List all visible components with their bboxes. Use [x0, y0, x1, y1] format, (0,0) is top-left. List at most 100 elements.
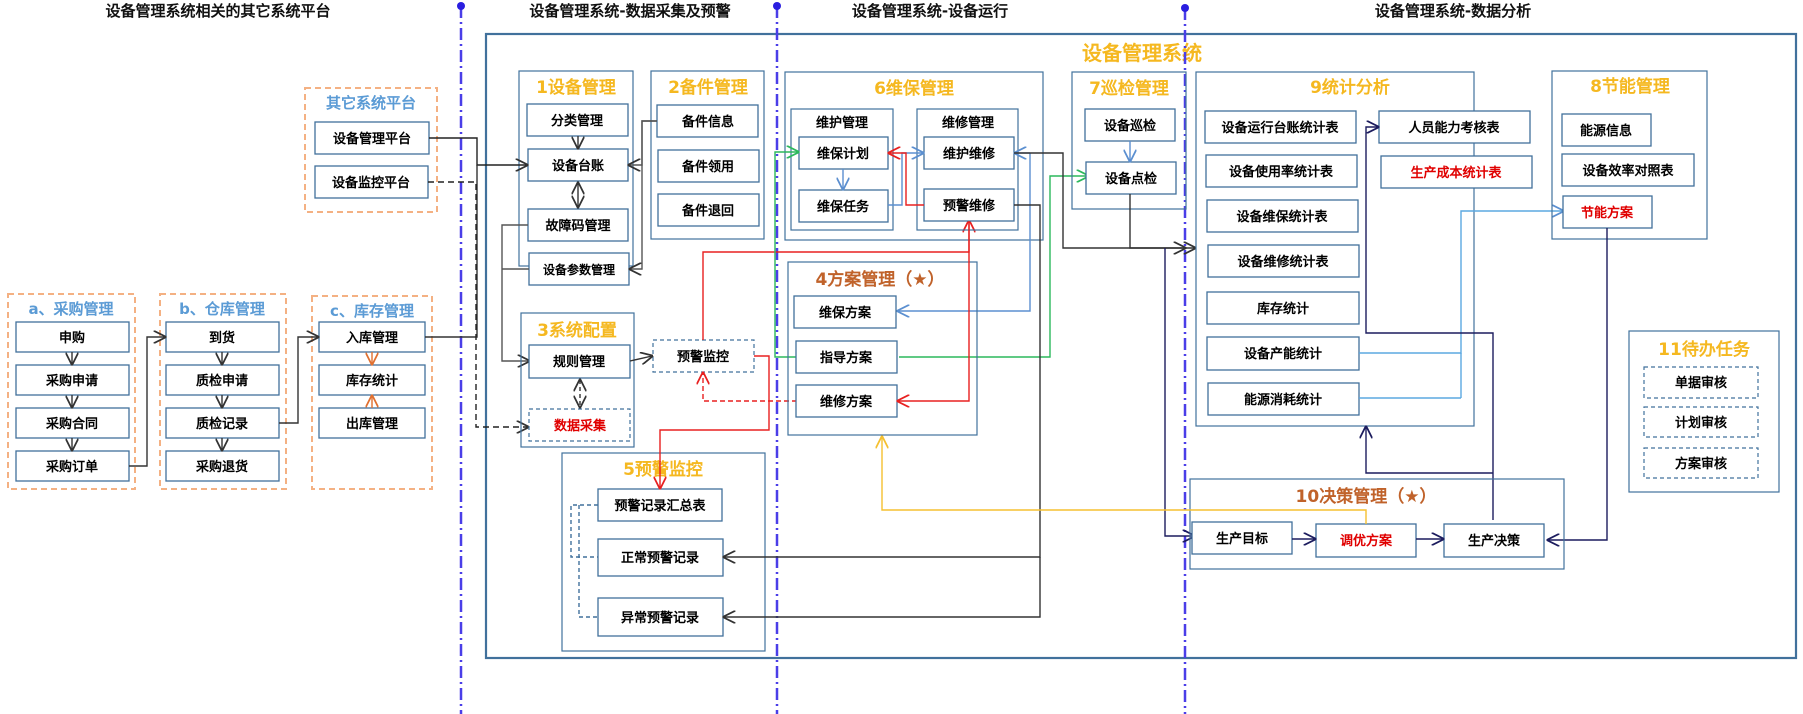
group-system-config	[520, 312, 635, 448]
svg-text:生产决策: 生产决策	[1468, 533, 1521, 549]
svg-text:设备产能统计: 设备产能统计	[1244, 346, 1322, 362]
node-stock-out[interactable]: 出库管理	[318, 407, 426, 439]
node-energy-info[interactable]: 能源信息	[1561, 113, 1652, 147]
node-fault-code-mgmt[interactable]: 故障码管理	[527, 208, 629, 242]
node-staff-assessment[interactable]: 人员能力考核表	[1378, 110, 1531, 144]
node-data-collection[interactable]: 数据采集	[528, 408, 631, 442]
svg-text:备件领用: 备件领用	[681, 159, 734, 175]
node-equipment-monitor-platform[interactable]: 设备监控平台	[314, 165, 429, 199]
node-spare-info[interactable]: 备件信息	[656, 104, 759, 138]
node-maintenance-plan[interactable]: 维保计划	[798, 136, 889, 170]
node-stock-statistics[interactable]: 库存统计	[318, 364, 426, 396]
svg-text:维护维修: 维护维修	[943, 146, 996, 162]
group-title-inventory: c、库存管理	[330, 302, 414, 320]
node-maintenance-plan-scheme[interactable]: 维保方案	[793, 295, 897, 329]
node-document-review[interactable]: 单据审核	[1643, 366, 1759, 399]
node-purchase-contract[interactable]: 采购合同	[15, 407, 130, 439]
subgroup-repair	[916, 108, 1019, 231]
node-qc-application[interactable]: 质检申请	[165, 364, 280, 396]
svg-text:设备巡检: 设备巡检	[1104, 118, 1156, 134]
node-upkeep-repair[interactable]: 维护维修	[923, 136, 1015, 170]
node-stat-usage-rate[interactable]: 设备使用率统计表	[1205, 154, 1358, 188]
node-energy-saving-plan[interactable]: 节能方案	[1562, 195, 1653, 229]
svg-text:备件信息: 备件信息	[681, 114, 734, 130]
group-title-equipment-mgmt: 1设备管理	[536, 77, 616, 98]
svg-text:单据审核: 单据审核	[1675, 375, 1727, 391]
svg-text:到货: 到货	[209, 330, 235, 346]
node-warning-summary[interactable]: 预警记录汇总表	[597, 488, 723, 522]
node-category-mgmt[interactable]: 分类管理	[526, 103, 629, 137]
group-title-statistics: 9统计分析	[1310, 77, 1390, 98]
group-title-decision: 10决策管理（★）	[1296, 486, 1437, 507]
svg-text:申购: 申购	[59, 330, 85, 346]
node-efficiency-table[interactable]: 设备效率对照表	[1561, 153, 1695, 187]
node-stat-operation-ledger[interactable]: 设备运行台账统计表	[1204, 110, 1357, 144]
node-qc-record[interactable]: 质检记录	[165, 407, 280, 439]
system-frame	[484, 32, 1798, 660]
svg-text:入库管理: 入库管理	[346, 330, 398, 346]
system-title: 设备管理系统	[1082, 41, 1202, 65]
svg-text:分类管理: 分类管理	[551, 113, 603, 129]
node-spare-return[interactable]: 备件退回	[657, 193, 760, 227]
node-equipment-patrol[interactable]: 设备巡检	[1084, 108, 1176, 142]
node-repair-plan[interactable]: 维修方案	[795, 384, 898, 418]
svg-text:调优方案: 调优方案	[1340, 533, 1393, 549]
node-stat-repair[interactable]: 设备维修统计表	[1207, 244, 1360, 278]
node-production-decision[interactable]: 生产决策	[1443, 523, 1545, 558]
node-stat-energy-consumption[interactable]: 能源消耗统计	[1207, 382, 1360, 416]
node-spare-requisition[interactable]: 备件领用	[657, 149, 760, 183]
group-title-maintenance: 6维保管理	[874, 78, 954, 99]
svg-text:异常预警记录: 异常预警记录	[621, 610, 699, 626]
node-normal-warning-record[interactable]: 正常预警记录	[597, 538, 724, 577]
node-purchase-request[interactable]: 申购	[15, 321, 130, 353]
node-stock-in[interactable]: 入库管理	[318, 321, 426, 353]
group-title-inspection: 7巡检管理	[1089, 78, 1169, 99]
node-rule-mgmt[interactable]: 规则管理	[528, 344, 631, 379]
node-stat-maintenance[interactable]: 设备维保统计表	[1206, 199, 1359, 233]
svg-text:预警记录汇总表: 预警记录汇总表	[614, 498, 706, 514]
node-optimization-plan[interactable]: 调优方案	[1315, 523, 1417, 558]
group-inspection	[1071, 71, 1187, 210]
node-stat-inventory[interactable]: 库存统计	[1206, 291, 1360, 325]
node-abnormal-warning-record[interactable]: 异常预警记录	[597, 597, 724, 637]
svg-text:设备运行台账统计表: 设备运行台账统计表	[1221, 120, 1339, 136]
node-maintenance-task[interactable]: 维保任务	[798, 189, 889, 223]
node-equipment-ledger[interactable]: 设备台账	[527, 148, 629, 182]
node-purchase-return[interactable]: 采购退货	[165, 450, 280, 482]
svg-text:维保任务: 维保任务	[817, 199, 870, 215]
svg-text:库存统计: 库存统计	[346, 373, 398, 389]
node-equipment-params-mgmt[interactable]: 设备参数管理	[528, 252, 630, 286]
subgroup-upkeep	[790, 108, 894, 231]
svg-text:设备使用率统计表: 设备使用率统计表	[1229, 164, 1334, 180]
node-purchase-application[interactable]: 采购申请	[15, 364, 130, 396]
group-title-energy: 8节能管理	[1590, 76, 1670, 97]
node-production-goal[interactable]: 生产目标	[1191, 521, 1293, 555]
group-title-warehouse: b、仓库管理	[179, 300, 265, 318]
group-title-todo: 11待办任务	[1658, 339, 1751, 360]
subgroup-title-upkeep: 维护管理	[816, 115, 868, 131]
node-arrival[interactable]: 到货	[165, 321, 280, 353]
node-equipment-spot-check[interactable]: 设备点检	[1085, 161, 1177, 195]
group-decision	[1189, 478, 1565, 570]
node-plan-review[interactable]: 计划审核	[1643, 406, 1759, 438]
node-production-cost-stat[interactable]: 生产成本统计表	[1380, 155, 1533, 189]
svg-text:采购申请: 采购申请	[45, 373, 98, 389]
group-statistics	[1195, 71, 1475, 427]
svg-text:数据采集: 数据采集	[554, 418, 607, 434]
node-stat-capacity[interactable]: 设备产能统计	[1206, 336, 1360, 371]
svg-text:设备效率对照表: 设备效率对照表	[1582, 163, 1674, 179]
node-guide-plan[interactable]: 指导方案	[795, 340, 898, 374]
node-warning-monitor[interactable]: 预警监控	[652, 339, 755, 373]
node-equipment-mgmt-platform[interactable]: 设备管理平台	[314, 121, 430, 155]
svg-text:采购订单: 采购订单	[45, 459, 98, 475]
phase-header-data-analysis: 设备管理系统-数据分析	[1375, 2, 1531, 20]
svg-text:设备维保统计表: 设备维保统计表	[1236, 209, 1328, 225]
group-warehouse	[159, 293, 287, 490]
node-purchase-order[interactable]: 采购订单	[15, 450, 130, 482]
node-scheme-review[interactable]: 方案审核	[1643, 447, 1759, 479]
node-warning-repair[interactable]: 预警维修	[923, 188, 1015, 222]
svg-text:采购合同: 采购合同	[45, 416, 98, 432]
svg-text:正常预警记录: 正常预警记录	[621, 550, 699, 566]
svg-text:方案审核: 方案审核	[1675, 456, 1727, 472]
